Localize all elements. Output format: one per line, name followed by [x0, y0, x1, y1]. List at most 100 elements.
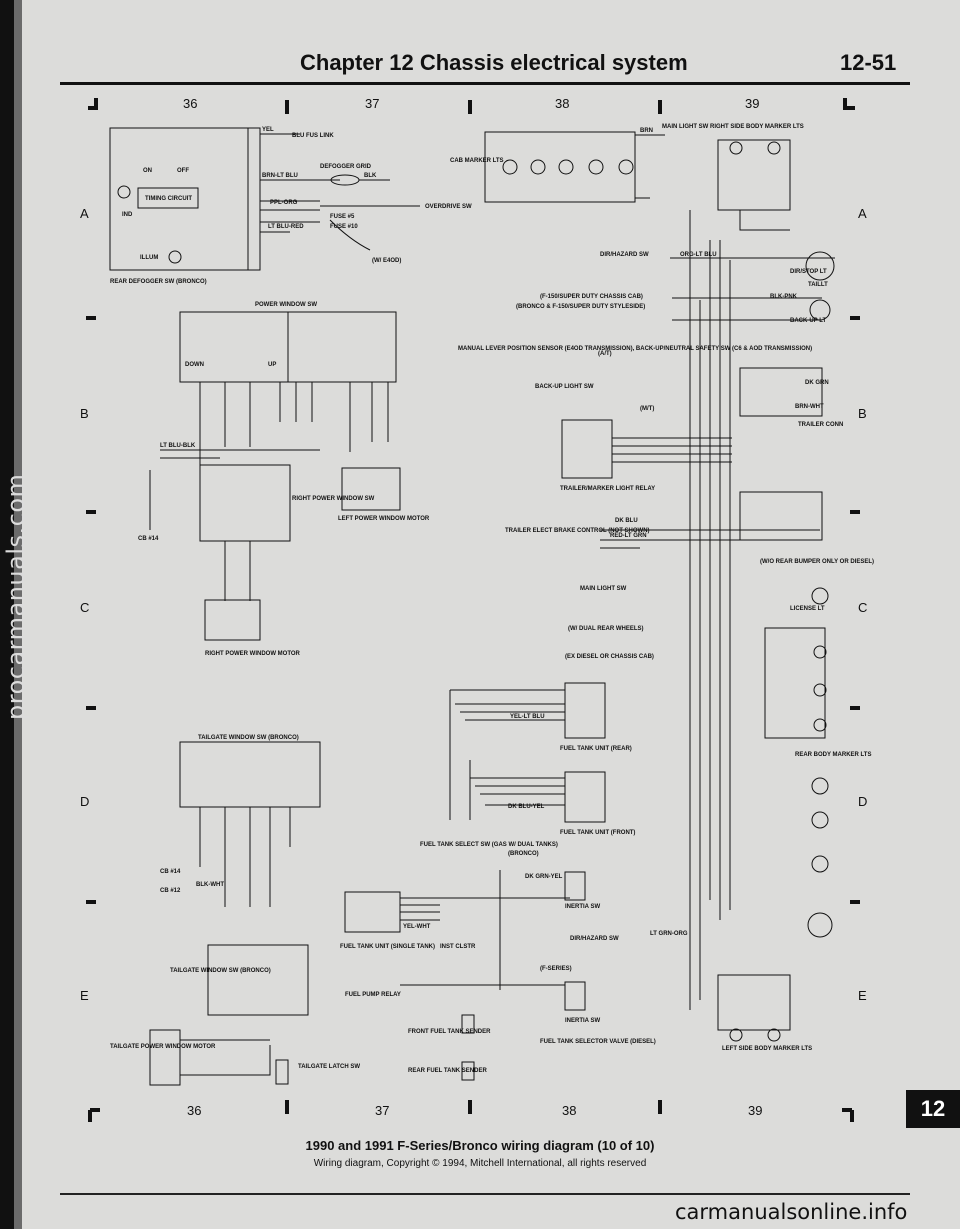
at-label: (A/T) [598, 351, 612, 357]
fuse5-label: FUSE #5 [330, 214, 355, 220]
grid-col-36-bottom: 36 [187, 1103, 201, 1118]
wire-org-lt-blu-label: ORG-LT BLU [680, 252, 717, 258]
trailer-conn-1-box [739, 367, 823, 417]
timing-circuit-label: TIMING CIRCUIT [145, 196, 192, 202]
fuel-tank-unit-single-label: FUEL TANK UNIT (SINGLE TANK) [340, 944, 435, 950]
wire-dk-grn-yel-label: DK GRN-YEL [525, 874, 563, 880]
fuel-tank-unit-front-label: FUEL TANK UNIT (FRONT) [560, 830, 635, 836]
tailgate-window-motor-box [149, 1029, 181, 1086]
wire-blk-pnk-label: BLK-PNK [770, 294, 798, 300]
blu-fus-link-label: BLU FUS LINK [292, 133, 334, 139]
main-light-sw-2-label: MAIN LIGHT SW [580, 586, 627, 592]
page-number: 12-51 [840, 50, 897, 75]
fuel-pump-relay-label: FUEL PUMP RELAY [345, 992, 401, 998]
trailer-elect-brake-label: TRAILER ELECT BRAKE CONTROL (NOT SHOWN) [505, 528, 650, 534]
bronco-f150-styleside-label: (BRONCO & F-150/SUPER DUTY STYLESIDE) [516, 304, 645, 310]
wire-dk-grn-label: DK GRN [805, 380, 829, 386]
binding-shadow-gray [14, 0, 22, 1229]
trailer-marker-relay-label: TRAILER/MARKER LIGHT RELAY [560, 486, 655, 492]
grid-col-38-bottom: 38 [562, 1103, 576, 1118]
grid-row-c-right: C [858, 600, 867, 615]
cb14-label: CB #14 [138, 536, 159, 542]
figure-caption: 1990 and 1991 F-Series/Bronco wiring dia… [305, 1138, 655, 1153]
grid-col-36-top: 36 [183, 96, 197, 111]
grid-row-b-right: B [858, 406, 867, 421]
grid-col-39-bottom: 39 [748, 1103, 762, 1118]
cab-marker-lights-box [484, 131, 636, 203]
corner-mark-tr [843, 98, 855, 110]
fuel-tank-unit-rear-label: FUEL TANK UNIT (REAR) [560, 746, 632, 752]
dir-hazard-sw-label: DIR/HAZARD SW [600, 252, 649, 258]
cb12-label: CB #12 [160, 888, 181, 894]
watermark-bottom: carmanualsonline.info [675, 1200, 908, 1224]
trailer-conn-2-box [739, 491, 823, 541]
bronco-label: (BRONCO) [508, 851, 539, 857]
tailgate-window-switch-box [179, 741, 321, 808]
wo-rear-bumper-label: (W/O REAR BUMPER ONLY OR DIESEL) [760, 559, 874, 565]
manual-lever-sensor-label: MANUAL LEVER POSITION SENSOR (E4OD TRANS… [458, 346, 812, 352]
grid-row-d-right: D [858, 794, 867, 809]
grid-col-37-bottom: 37 [375, 1103, 389, 1118]
power-window-sw-label: POWER WINDOW SW [255, 302, 317, 308]
wire-ppl-org-label: PPL-ORG [270, 200, 298, 206]
fuel-tank-unit-rear-box [564, 682, 606, 739]
inertia-sw-2-box [564, 981, 586, 1011]
ind-label: IND [122, 212, 133, 218]
dir-hazard-sw-2-label: DIR/HAZARD SW [570, 936, 619, 942]
wire-red-lt-grn-label: RED-LT GRN [610, 533, 647, 539]
grid-row-e-left: E [80, 988, 89, 1003]
left-power-window-motor-label: LEFT POWER WINDOW MOTOR [338, 516, 430, 522]
corner-mark-br [842, 1108, 854, 1122]
left-side-body-marker-label: LEFT SIDE BODY MARKER LTS [722, 1046, 812, 1052]
switch-on-label: ON [143, 168, 152, 174]
grid-row-e-right: E [858, 988, 867, 1003]
wire-brn-label: BRN [640, 128, 653, 134]
right-power-window-sw-label: RIGHT POWER WINDOW SW [292, 496, 375, 502]
fuel-tank-unit-single-box [344, 891, 401, 933]
fuel-tank-unit-front-box [564, 771, 606, 823]
right-power-window-motor-box [204, 599, 261, 641]
wire-lt-blu-red-label: LT BLU-RED [268, 224, 304, 230]
wire-yel-lt-blu-label: YEL-LT BLU [510, 714, 545, 720]
w-dual-rear-wheels-label: (W/ DUAL REAR WHEELS) [568, 626, 644, 632]
grid-col-37-top: 37 [365, 96, 379, 111]
left-power-window-motor-box [341, 467, 401, 511]
right-side-body-marker-label: RIGHT SIDE BODY MARKER LTS [710, 124, 804, 130]
grid-row-a-left: A [80, 206, 89, 221]
wire-dk-blu-label: DK BLU [615, 518, 638, 524]
timing-circuit-box [137, 187, 199, 209]
mt-label: (M/T) [640, 406, 654, 412]
header-rule [60, 82, 910, 85]
inertia-sw-label: INERTIA SW [565, 904, 600, 910]
trailer-conn-label: TRAILER CONN [798, 422, 843, 428]
pw-up-label: UP [268, 362, 276, 368]
corner-mark-bl [88, 1108, 100, 1122]
footer-rule [60, 1193, 910, 1195]
switch-off-label: OFF [177, 168, 189, 174]
tailgate-power-window-motor-label: TAILGATE POWER WINDOW MOTOR [110, 1044, 216, 1050]
back-up-lt-label: BACK-UP LT [790, 318, 826, 324]
w-e4od-label: (W/ E4OD) [372, 258, 401, 264]
right-power-window-motor-label: RIGHT POWER WINDOW MOTOR [205, 651, 301, 657]
wire-yel-wht-label: YEL-WHT [403, 924, 431, 930]
pw-down-label: DOWN [185, 362, 204, 368]
grid-row-d-left: D [80, 794, 89, 809]
f-series-label: (F-SERIES) [540, 966, 572, 972]
chapter-title: Chapter 12 Chassis electrical system [300, 50, 688, 75]
tailgate-latch-sw-label: TAILGATE LATCH SW [298, 1064, 360, 1070]
cab-marker-lts-label: CAB MARKER LTS [450, 158, 504, 164]
wire-brn-lt-blu-label: BRN-LT BLU [262, 173, 298, 179]
inertia-sw-1-box [564, 871, 586, 901]
grid-row-c-left: C [80, 600, 89, 615]
wire-blk-label: BLK [364, 173, 377, 179]
rear-fuel-tank-sender-label: REAR FUEL TANK SENDER [408, 1068, 487, 1074]
illum-label: ILLUM [140, 255, 158, 261]
wire-blk-wht-label: BLK-WHT [196, 882, 224, 888]
main-light-sw-label: MAIN LIGHT SW [662, 124, 709, 130]
dir-stop-lt-label: DIR/STOP LT [790, 269, 827, 275]
wire-dk-blu-yel-label: DK BLU-YEL [508, 804, 545, 810]
tailgate-window-sw-label: TAILGATE WINDOW SW (BRONCO) [198, 735, 299, 741]
tailgate-window-sw-2-label: TAILGATE WINDOW SW (BRONCO) [170, 968, 271, 974]
ex-diesel-label: (EX DIESEL OR CHASSIS CAB) [565, 654, 654, 660]
